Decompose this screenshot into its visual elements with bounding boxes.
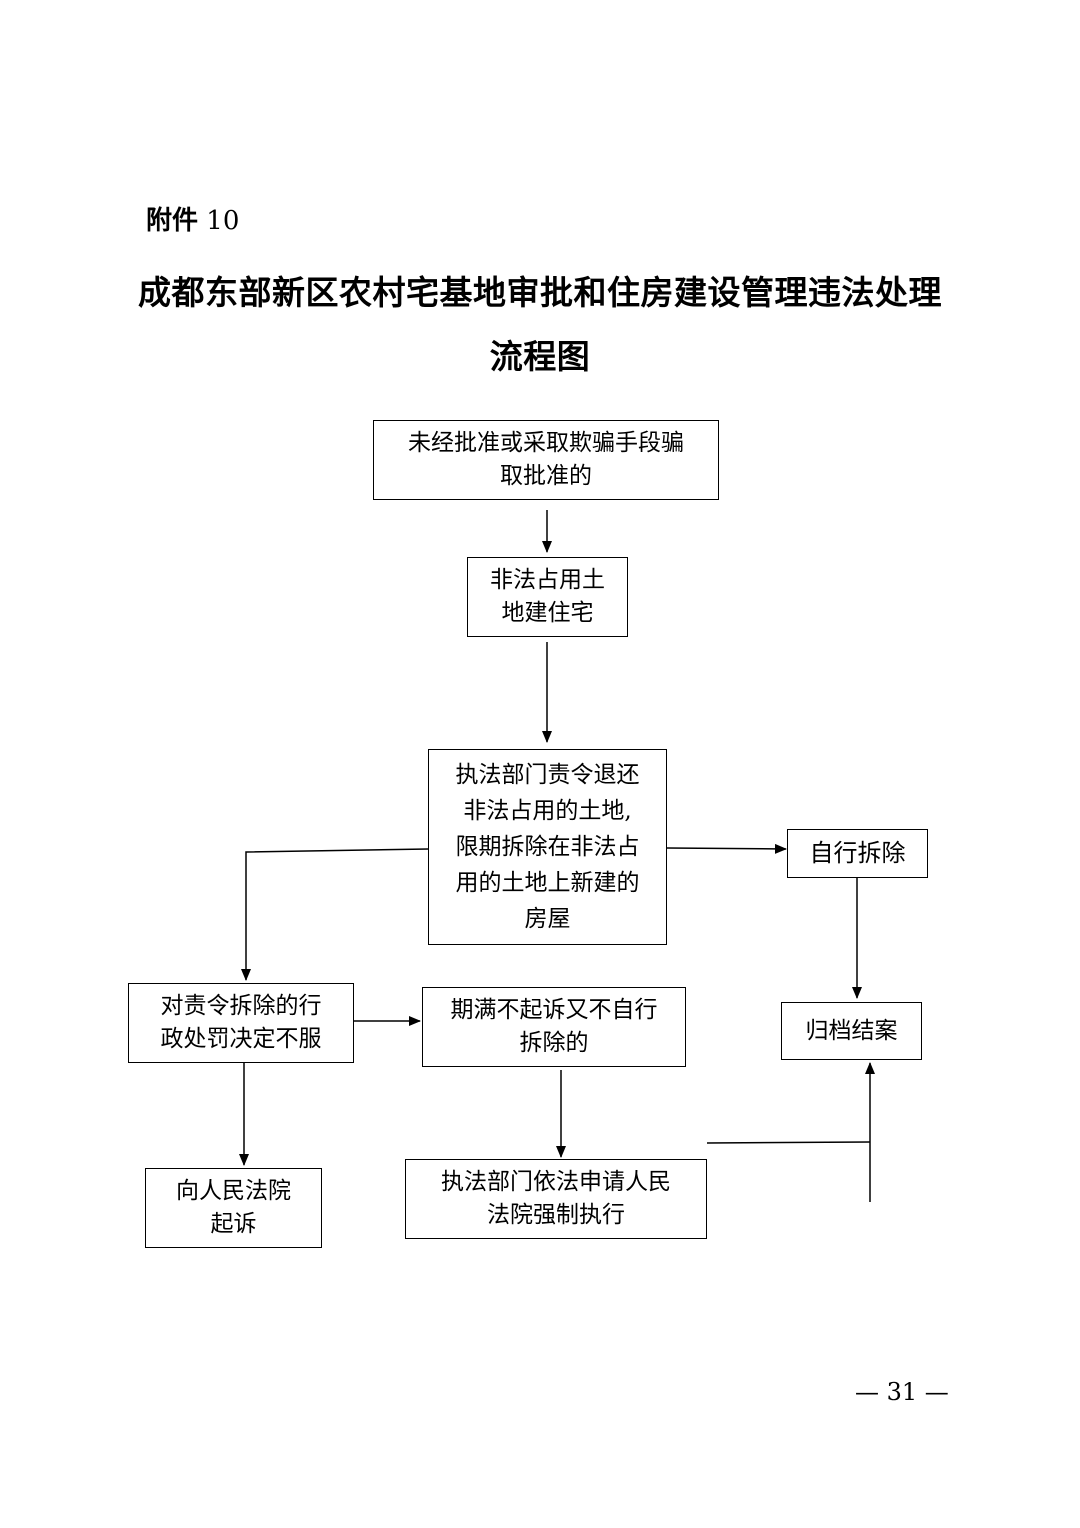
arrow-enforcement-to-dispute: [241, 848, 429, 981]
node-unapproved: 未经批准或采取欺骗手段骗 取批准的: [373, 420, 719, 500]
node-self-demolition: 自行拆除: [787, 829, 928, 878]
page-number: — 31 —: [855, 1378, 949, 1406]
node-illegal-occupation: 非法占用土 地建住宅: [467, 557, 628, 637]
attachment-prefix: 附件: [146, 206, 199, 236]
document-title: 成都东部新区农村宅基地审批和住房建设管理违法处理: [138, 273, 942, 312]
node-no-suit-no-demolition: 期满不起诉又不自行 拆除的: [422, 987, 686, 1067]
node-apply-court: 执法部门依法申请人民 法院强制执行: [405, 1159, 707, 1239]
node-enforcement-order: 执法部门责令退还 非法占用的土地, 限期拆除在非法占 用的土地上新建的 房屋: [428, 749, 667, 945]
node-dispute-penalty: 对责令拆除的行 政处罚决定不服: [128, 983, 354, 1063]
line-apply-to-junction: [706, 1141, 871, 1144]
document-title-line2: 流程图: [489, 337, 591, 376]
attachment-label: 附件 10: [146, 200, 239, 237]
attachment-number: 10: [206, 206, 240, 236]
node-archive-close: 归档结案: [781, 1002, 922, 1060]
node-sue-court: 向人民法院 起诉: [145, 1168, 322, 1248]
arrow-enforcement-to-self-demolition: [666, 843, 787, 854]
